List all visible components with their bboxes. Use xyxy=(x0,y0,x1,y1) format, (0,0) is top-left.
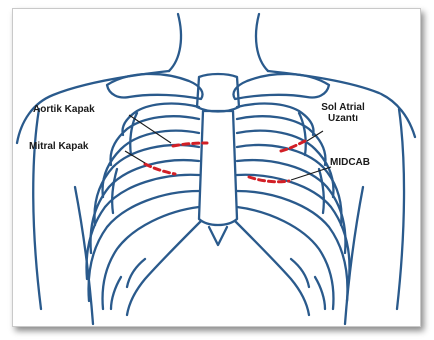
diagram-frame: Aortik Kapak Mitral Kapak Sol Atrial Uza… xyxy=(12,8,421,327)
label-left-atrial-line2: Uzantı xyxy=(315,113,371,124)
label-midcab: MIDCAB xyxy=(330,157,370,168)
arm-right-outline xyxy=(397,109,404,309)
neck-left-outline xyxy=(169,14,181,71)
rib-right-inner-b xyxy=(319,169,324,213)
xiphoid xyxy=(209,227,227,245)
arm-left-outline xyxy=(33,109,41,309)
rib-left-floating-1 xyxy=(111,277,121,309)
costal-margin-left xyxy=(127,221,201,315)
label-mitral-valve: Mitral Kapak xyxy=(29,141,88,152)
torso-right-outline xyxy=(345,187,363,324)
costal-margin-right xyxy=(235,221,309,315)
incision-mitral-valve xyxy=(145,164,175,174)
clavicle-left xyxy=(107,74,203,99)
rib-left-inner-b xyxy=(112,169,117,213)
torso-left-outline xyxy=(75,187,93,324)
clavicle-right xyxy=(234,74,330,99)
rib-right-8 xyxy=(237,207,333,309)
leader-left-atrial xyxy=(307,131,323,141)
neck-right-outline xyxy=(256,14,268,71)
label-aortic-valve: Aortik Kapak xyxy=(33,104,95,115)
sternum-body xyxy=(199,111,237,225)
rib-left-8 xyxy=(103,207,199,309)
label-left-atrial: Sol Atrial Uzantı xyxy=(315,102,371,124)
rib-right-floating-1 xyxy=(315,277,325,309)
rib-right-inner-a xyxy=(299,113,306,155)
label-left-atrial-line1: Sol Atrial xyxy=(315,102,371,113)
